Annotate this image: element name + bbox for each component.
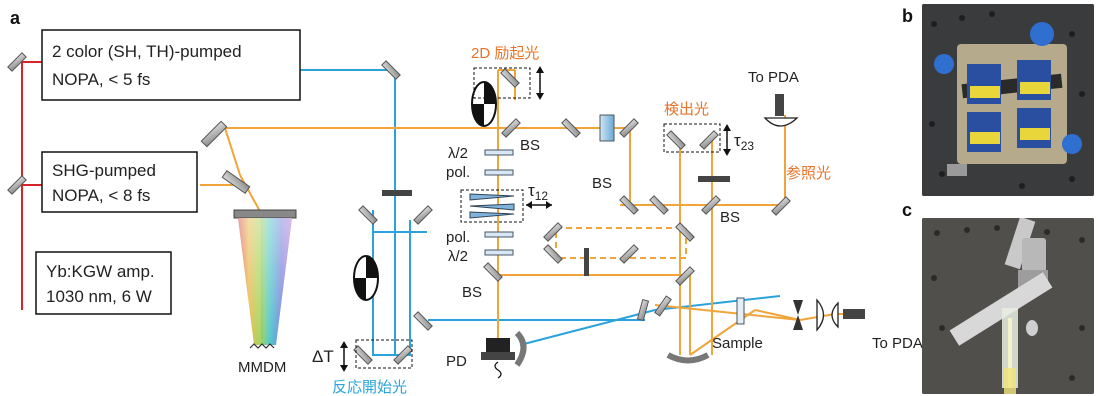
nopa1-box: 2 color (SH, TH)-pumped NOPA, < 5 fs <box>42 30 300 100</box>
orange-dashed-delay <box>556 228 686 258</box>
panel-a-label: a <box>10 8 21 28</box>
sample-cell <box>737 298 744 324</box>
orange-probe-beams <box>200 70 860 355</box>
bowtie-filter-icon <box>793 300 803 330</box>
label-pol-bottom: pol. <box>446 229 470 246</box>
label-tau12: τ12 <box>528 181 548 203</box>
curved-mirror-bottom <box>668 355 708 361</box>
label-reference: 参照光 <box>786 165 831 182</box>
label-to-pda-top: To PDA <box>748 69 799 86</box>
svg-text:MMDM: MMDM <box>238 359 286 376</box>
panel-b-label: b <box>902 6 913 26</box>
photo-panel-b <box>922 4 1094 196</box>
tau12-wedges <box>461 190 523 222</box>
glass-window <box>600 115 614 141</box>
nopa2-box: SHG-pumped NOPA, < 8 fs <box>42 152 197 212</box>
label-bs-4: BS <box>462 284 482 301</box>
label-bs-2: BS <box>592 175 612 192</box>
label-pol-top: pol. <box>446 164 470 181</box>
amplifier-box: Yb:KGW amp. 1030 nm, 6 W <box>36 252 171 314</box>
lens-right-2-icon <box>832 303 838 327</box>
panel-c-label: c <box>902 200 912 220</box>
label-detection: 検出光 <box>664 101 709 118</box>
svg-text:2 color (SH, TH)-pumped: 2 color (SH, TH)-pumped <box>52 42 242 61</box>
label-reaction-start: 反応開始光 <box>332 379 407 396</box>
svg-text:NOPA, < 5 fs: NOPA, < 5 fs <box>52 70 150 89</box>
photo-panel-c <box>922 218 1094 394</box>
lens-top-icon <box>765 118 797 126</box>
label-lambda-bottom: λ/2 <box>448 248 468 265</box>
label-tau23: τ23 <box>734 131 754 153</box>
photo-b-scene <box>922 4 1094 196</box>
mmdm-compressor: MMDM <box>234 210 296 376</box>
label-bs-1: BS <box>520 137 540 154</box>
label-to-pda-right: To PDA <box>872 335 923 352</box>
svg-text:SHG-pumped: SHG-pumped <box>52 161 156 180</box>
photodiode-icon <box>481 338 515 378</box>
svg-text:1030 nm, 6 W: 1030 nm, 6 W <box>46 287 152 306</box>
label-bs-3: BS <box>720 209 740 226</box>
chopper-left-icon <box>354 256 378 300</box>
label-lambda-top: λ/2 <box>448 145 468 162</box>
chopper-top-icon <box>472 82 496 126</box>
label-pd: PD <box>446 353 467 370</box>
label-2d-excitation: 2D 励起光 <box>471 45 539 62</box>
lens-right-1-icon <box>817 300 824 330</box>
photo-c-scene <box>922 218 1094 394</box>
svg-text:Yb:KGW amp.: Yb:KGW amp. <box>46 262 155 281</box>
label-delta-t: ΔT <box>312 347 334 366</box>
svg-text:NOPA, < 8 fs: NOPA, < 8 fs <box>52 186 150 205</box>
label-sample: Sample <box>712 335 763 352</box>
curved-mirror-left <box>517 333 524 365</box>
